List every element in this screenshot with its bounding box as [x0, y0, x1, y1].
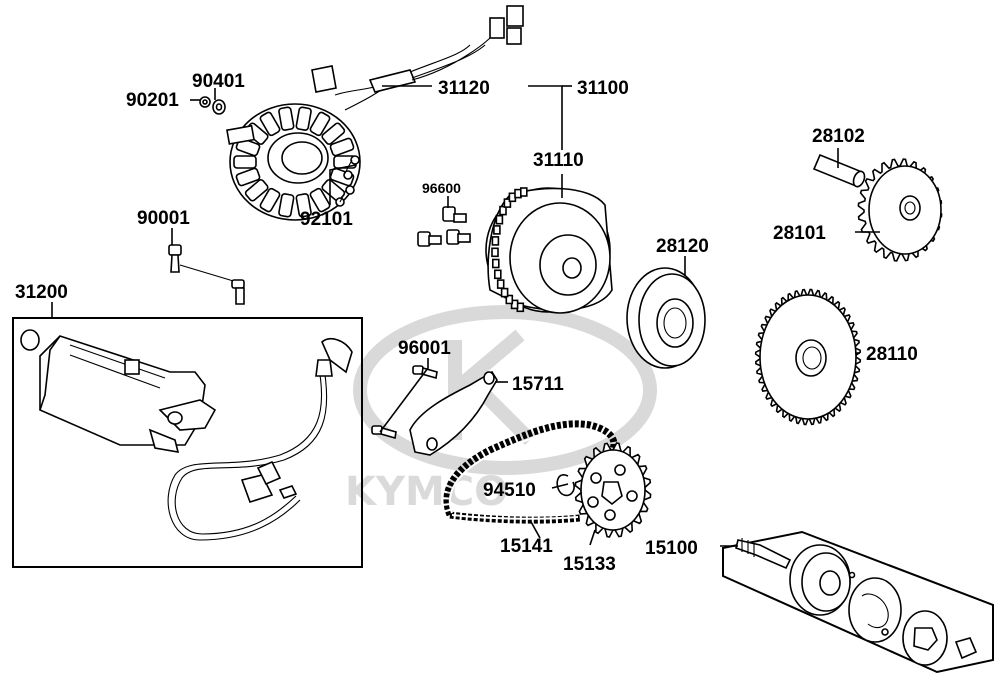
bolts-96600 [417, 206, 471, 247]
driven-gear-part [754, 288, 862, 426]
label-90401: 90401 [192, 71, 245, 92]
sprocket-part [574, 442, 652, 538]
leader-lines [51, 85, 880, 547]
idle-gear-part [857, 158, 943, 262]
flywheel-slot [519, 187, 528, 197]
label-92101: 92101 [300, 209, 353, 230]
label-94510: 94510 [483, 480, 536, 501]
stator-pole [278, 106, 295, 131]
bolt-90001 [168, 244, 245, 305]
label-31110: 31110 [533, 150, 584, 171]
flywheel-slot [499, 205, 507, 216]
flywheel-slot [491, 236, 500, 246]
label-15100: 15100 [645, 538, 698, 559]
label-28110: 28110 [866, 344, 918, 365]
oil-pump-box [722, 530, 994, 674]
stator-part [226, 5, 524, 221]
stator-pole [295, 193, 312, 218]
flywheel-slot [503, 198, 512, 208]
stator-pole [321, 122, 346, 145]
label-31100: 31100 [577, 78, 629, 99]
label-96001: 96001 [398, 338, 451, 359]
flywheel-part [485, 187, 613, 314]
chain-guide-part [409, 370, 498, 456]
watermark-text: KYMCO [345, 469, 508, 515]
stator-pole [233, 155, 257, 169]
stator-pole [329, 137, 355, 157]
stator-pole [309, 111, 331, 137]
washer-90401 [212, 99, 226, 115]
label-31200: 31200 [15, 282, 68, 303]
flywheel-slot [491, 247, 499, 258]
stator-pole [244, 179, 269, 202]
label-28120: 28120 [656, 236, 709, 257]
chain-part [443, 420, 618, 524]
flywheel-slot [505, 294, 514, 305]
starter-motor-box [12, 317, 363, 568]
bolts-96001 [371, 365, 438, 440]
stator-pole [259, 111, 281, 137]
flywheel-slot [493, 269, 502, 280]
label-15133: 15133 [563, 554, 616, 575]
stator-pole [235, 167, 261, 187]
part-labels: 90201 90401 31120 31100 31110 96600 9210… [15, 71, 918, 575]
starter-clutch-part [626, 267, 706, 369]
label-28102: 28102 [812, 126, 865, 147]
label-28101: 28101 [773, 223, 826, 244]
stator-pole [295, 106, 312, 131]
flywheel-slot [493, 225, 501, 235]
stator-pole [259, 187, 281, 213]
label-90201: 90201 [126, 90, 179, 111]
stator-pole [309, 187, 331, 213]
label-15711: 15711 [512, 374, 564, 395]
stator-pole [278, 193, 295, 218]
flywheel-slot [496, 279, 505, 289]
bolt-90201 [199, 96, 211, 108]
label-90001: 90001 [137, 208, 190, 229]
label-15141: 15141 [500, 536, 553, 557]
flywheel-slot [495, 214, 504, 225]
shaft-28102 [812, 153, 866, 188]
flywheel-slot [500, 287, 509, 298]
flywheel-slot [491, 258, 500, 269]
flywheel-slot [510, 299, 519, 310]
label-96600: 96600 [422, 180, 461, 196]
label-31120: 31120 [438, 78, 490, 99]
